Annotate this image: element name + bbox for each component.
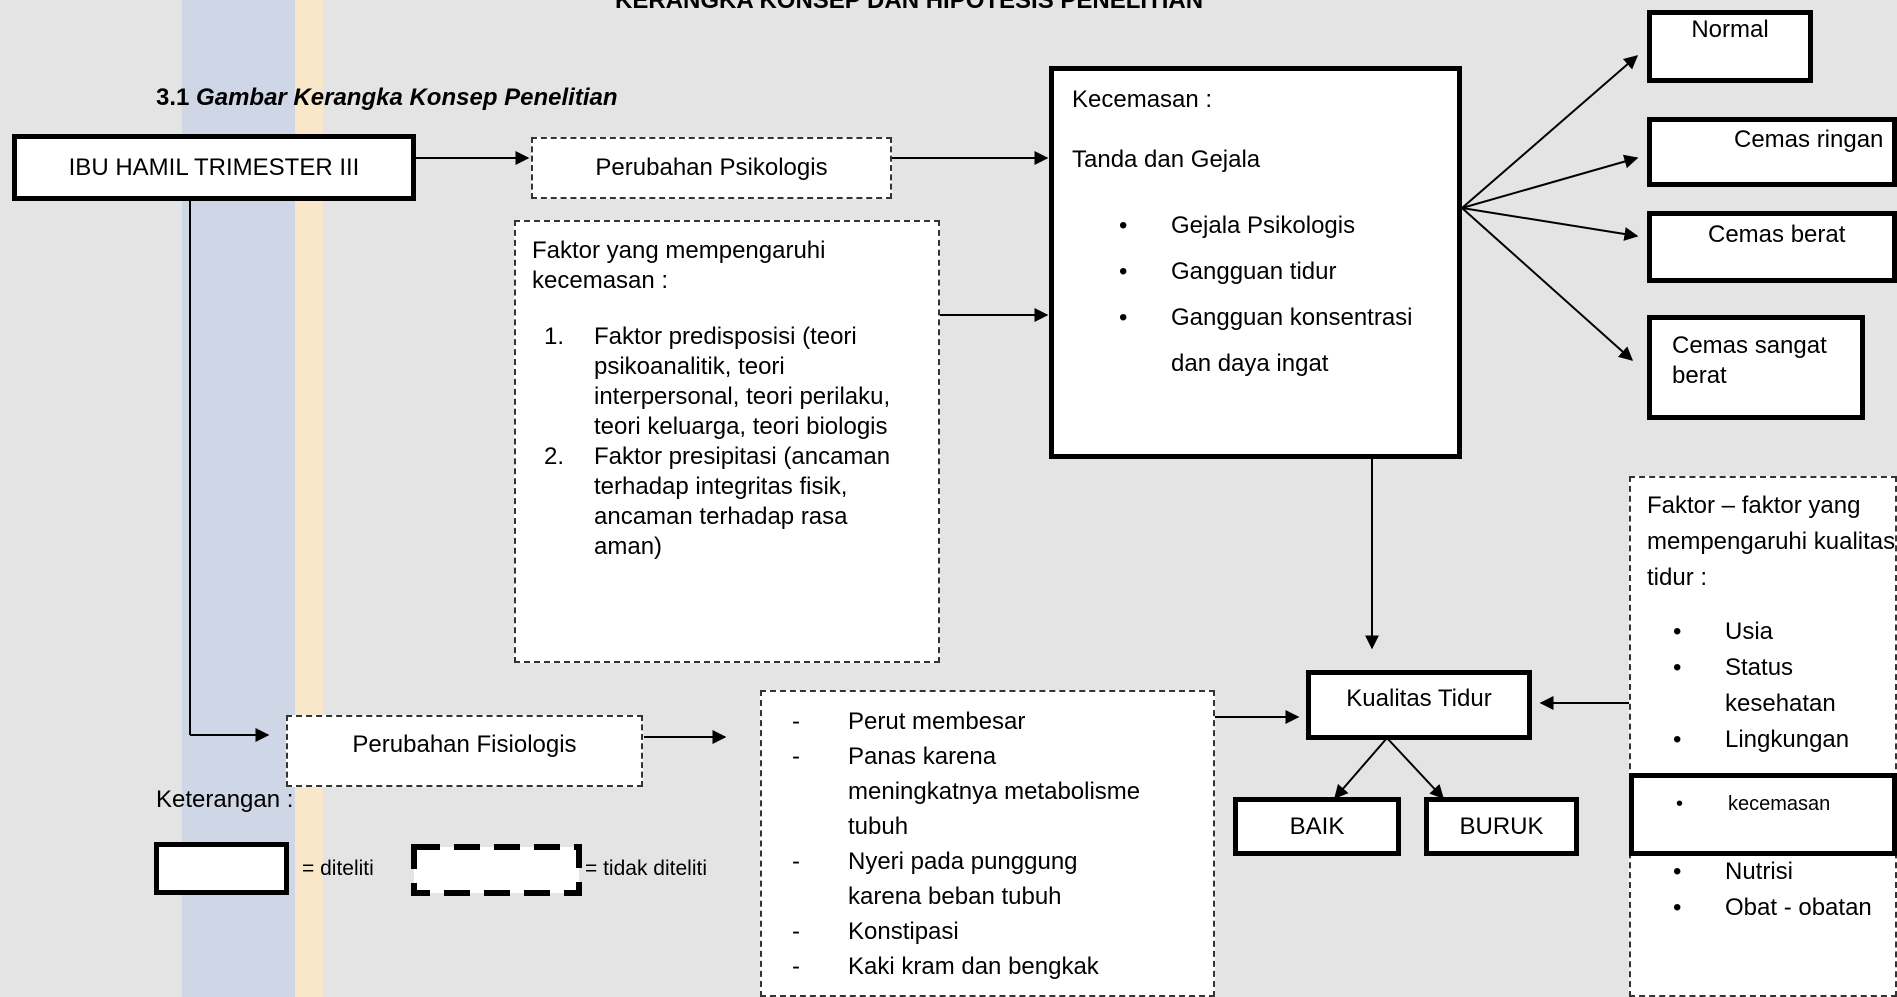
node-perubahan-fisiologis-label: Perubahan Fisiologis — [352, 730, 577, 758]
figure-caption: 3.1 Gambar Kerangka Konsep Penelitian — [156, 84, 618, 112]
faktor-kecemasan-item: 1. Faktor predisposisi (teori psikoanali… — [544, 323, 891, 440]
node-faktor-tidur: Faktor – faktor yang mempengaruhi kualit… — [1629, 476, 1897, 997]
fisiologis-list: Perut membesar Panas karena meningkatnya… — [770, 704, 1150, 984]
legend-title: Keterangan : — [156, 786, 294, 813]
arrow-to-cemas-berat — [1461, 207, 1639, 241]
faktor-kecemasan-item: 2. Faktor presipitasi (ancaman terhadap … — [544, 443, 891, 560]
node-faktor-tidur-kecemasan: kecemasan — [1629, 773, 1897, 856]
node-kecemasan: Kecemasan : Tanda dan Gejala Gejala Psik… — [1049, 66, 1462, 459]
faktor-tidur-list: Usia Status kesehatan Lingkungan — [1673, 614, 1895, 758]
fisiologis-item: Panas karena meningkatnya metabolisme tu… — [770, 739, 1150, 844]
arrow-kualitas-to-buruk — [1386, 737, 1444, 800]
node-level-normal: Normal — [1647, 10, 1813, 83]
faktor-kecemasan-title: Faktor yang mempengaruhi kecemasan : — [532, 237, 826, 294]
section-title: Gambar Kerangka Konsep Penelitian — [196, 84, 618, 111]
node-ibu-hamil-label: IBU HAMIL TRIMESTER III — [68, 153, 360, 181]
node-baik: BAIK — [1233, 797, 1401, 856]
node-ibu-hamil: IBU HAMIL TRIMESTER III — [12, 134, 416, 201]
node-buruk: BURUK — [1424, 797, 1579, 856]
page-title: KERANGKA KONSEP DAN HIPOTESIS PENELITIAN — [615, 0, 1204, 14]
kecemasan-item: Gangguan konsentrasi dan daya ingat — [1119, 295, 1439, 387]
faktor-tidur-list-2: Nutrisi Obat - obatan — [1673, 854, 1895, 926]
faktor-tidur-highlight: kecemasan — [1676, 793, 1892, 816]
fisiologis-item: Kaki kram dan bengkak — [770, 949, 1150, 984]
faktor-kecemasan-list: 1. Faktor predisposisi (teori psikoanali… — [532, 322, 922, 562]
node-faktor-kecemasan: Faktor yang mempengaruhi kecemasan : 1. … — [514, 220, 940, 663]
node-level-cemas-sangat-berat: Cemas sangat berat — [1647, 315, 1865, 420]
arrow-to-cemas-sangat-berat — [1461, 207, 1634, 361]
kecemasan-item: Gangguan tidur — [1119, 249, 1439, 295]
node-kualitas-tidur: Kualitas Tidur — [1306, 670, 1532, 740]
faktor-tidur-title: Faktor – faktor yang mempengaruhi kualit… — [1647, 492, 1896, 591]
legend-tidak-diteliti: = tidak diteliti — [585, 857, 707, 880]
faktor-tidur-item: Status kesehatan — [1673, 650, 1845, 722]
node-level-cemas-ringan: Cemas ringan — [1647, 117, 1897, 187]
kecemasan-item: Gejala Psikologis — [1119, 203, 1439, 249]
fisiologis-item: Perut membesar — [770, 704, 1150, 739]
legend-diteliti: = diteliti — [302, 857, 374, 880]
arrow-to-normal — [1461, 55, 1639, 209]
faktor-tidur-item: Lingkungan — [1673, 722, 1895, 758]
faktor-tidur-item: Obat - obatan — [1673, 890, 1895, 926]
faktor-tidur-item: Nutrisi — [1673, 854, 1895, 890]
arrow-to-cemas-ringan — [1461, 154, 1639, 209]
legend-dashed-swatch — [411, 844, 582, 896]
fisiologis-item: Konstipasi — [770, 914, 1150, 949]
legend-solid-swatch — [154, 842, 289, 895]
node-kualitas-tidur-label: Kualitas Tidur — [1346, 685, 1492, 712]
kecemasan-subtitle: Tanda dan Gejala — [1072, 146, 1261, 173]
section-number: 3.1 — [156, 84, 190, 111]
kecemasan-title: Kecemasan : — [1072, 86, 1213, 113]
arrow-kualitas-to-baik — [1334, 737, 1388, 800]
node-level-cemas-berat: Cemas berat — [1647, 211, 1897, 283]
faktor-tidur-highlight-list: kecemasan — [1676, 793, 1892, 816]
node-perubahan-fisiologis: Perubahan Fisiologis — [286, 715, 643, 787]
faktor-tidur-item: Usia — [1673, 614, 1895, 650]
fisiologis-item: Nyeri pada punggung karena beban tubuh — [770, 844, 1150, 914]
node-fisiologis-symptoms: Perut membesar Panas karena meningkatnya… — [760, 690, 1215, 997]
kecemasan-list: Gejala Psikologis Gangguan tidur Ganggua… — [1119, 203, 1439, 387]
node-perubahan-psikologis: Perubahan Psikologis — [531, 137, 892, 199]
node-perubahan-psikologis-label: Perubahan Psikologis — [595, 154, 828, 181]
